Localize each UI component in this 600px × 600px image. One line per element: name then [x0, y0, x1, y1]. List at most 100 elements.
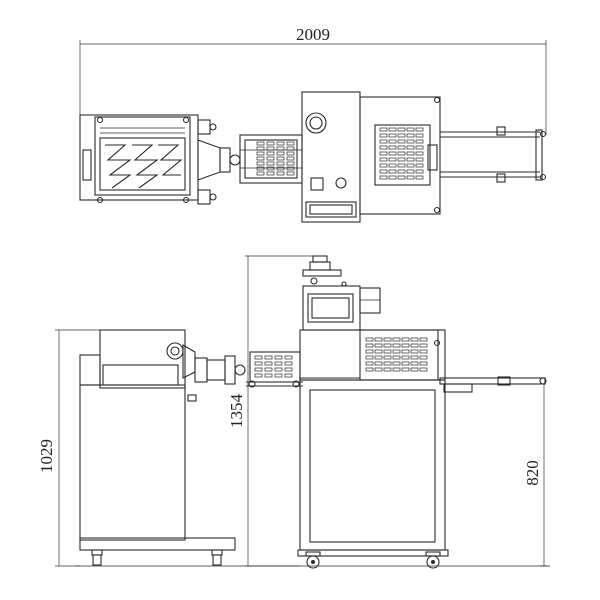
- vent-slot: [392, 337, 401, 342]
- vent-slot: [379, 139, 388, 144]
- vent-slot: [284, 367, 293, 372]
- vent-slot: [397, 145, 406, 150]
- vent-slot: [406, 139, 415, 144]
- vent-slot: [365, 349, 374, 354]
- vent-slot: [383, 367, 392, 372]
- vent-slot: [415, 139, 424, 144]
- vent-slot: [406, 133, 415, 138]
- vent-slot: [266, 166, 275, 171]
- feed-conveyor-top: [239, 134, 303, 184]
- vent-slot: [392, 361, 401, 366]
- vent-slot: [415, 145, 424, 150]
- vent-slot: [406, 145, 415, 150]
- vent-slot: [276, 171, 285, 176]
- vent-slot: [419, 361, 428, 366]
- vent-slot: [286, 151, 295, 156]
- vent-slot: [276, 156, 285, 161]
- vent-slot: [379, 169, 388, 174]
- feed-conveyor-front: [246, 351, 303, 388]
- vent-slot: [276, 151, 285, 156]
- vent-slot: [383, 349, 392, 354]
- vent-slot: [256, 171, 265, 176]
- vent-slots: [365, 337, 428, 372]
- vent-slot: [274, 361, 283, 366]
- vent-slot: [379, 133, 388, 138]
- vent-slot: [397, 175, 406, 180]
- overall-length-label: 2009: [296, 25, 330, 44]
- vent-slot: [406, 175, 415, 180]
- vent-slot: [383, 361, 392, 366]
- main-height-label: 1354: [227, 394, 246, 429]
- vent-slot: [286, 166, 295, 171]
- vent-slot: [406, 163, 415, 168]
- vent-slot: [284, 355, 293, 360]
- vent-slot: [254, 367, 263, 372]
- vent-slot: [392, 343, 401, 348]
- vent-slot: [388, 139, 397, 144]
- vent-slot: [374, 367, 383, 372]
- vent-slot: [401, 343, 410, 348]
- vent-slot: [388, 127, 397, 132]
- vent-slot: [410, 355, 419, 360]
- vent-slot: [410, 361, 419, 366]
- vent-slot: [264, 355, 273, 360]
- vent-slot: [410, 349, 419, 354]
- vent-slot: [266, 171, 275, 176]
- vent-slot: [266, 146, 275, 151]
- vent-slot: [401, 355, 410, 360]
- vent-slot: [397, 139, 406, 144]
- vent-slot: [392, 355, 401, 360]
- vent-slot: [284, 361, 293, 366]
- hopper-height-dimension: 1029: [37, 329, 100, 567]
- vent-slot: [388, 151, 397, 156]
- vent-slot: [388, 175, 397, 180]
- vent-slot: [397, 151, 406, 156]
- vent-slot: [374, 337, 383, 342]
- vent-slot: [274, 355, 283, 360]
- vent-slot: [266, 156, 275, 161]
- vent-slot: [383, 343, 392, 348]
- vent-slot: [374, 361, 383, 366]
- vent-slot: [365, 337, 374, 342]
- vent-slot: [266, 161, 275, 166]
- vent-slot: [276, 146, 285, 151]
- vent-slot: [264, 361, 273, 366]
- vent-slot: [254, 355, 263, 360]
- vent-slot: [284, 373, 293, 378]
- vent-slots: [379, 127, 424, 180]
- conveyor-height-label: 820: [523, 460, 542, 486]
- vent-slot: [406, 169, 415, 174]
- vent-slot: [397, 127, 406, 132]
- vent-slot: [401, 349, 410, 354]
- vent-slot: [383, 337, 392, 342]
- vent-slot: [401, 361, 410, 366]
- vent-slot: [254, 373, 263, 378]
- vent-slot: [374, 349, 383, 354]
- vent-slot: [392, 349, 401, 354]
- vent-slot: [388, 157, 397, 162]
- vent-slot: [379, 157, 388, 162]
- vent-slot: [415, 163, 424, 168]
- vent-slot: [379, 151, 388, 156]
- vent-slot: [397, 133, 406, 138]
- hopper-height-label: 1029: [37, 439, 56, 473]
- vent-slot: [256, 161, 265, 166]
- vent-slot: [276, 141, 285, 146]
- vent-slot: [415, 133, 424, 138]
- vent-slot: [419, 337, 428, 342]
- vent-slot: [388, 163, 397, 168]
- vent-slot: [410, 367, 419, 372]
- vent-slot: [264, 373, 273, 378]
- vent-slot: [276, 166, 285, 171]
- vent-slot: [379, 175, 388, 180]
- vent-slot: [401, 367, 410, 372]
- main-unit-front: [297, 255, 449, 569]
- hopper-unit-top: [79, 114, 241, 205]
- main-height-dimension: 1354: [227, 255, 320, 567]
- vent-slot: [379, 163, 388, 168]
- vent-slot: [365, 361, 374, 366]
- vent-slots: [256, 141, 295, 176]
- vent-slot: [256, 151, 265, 156]
- vent-slot: [419, 367, 428, 372]
